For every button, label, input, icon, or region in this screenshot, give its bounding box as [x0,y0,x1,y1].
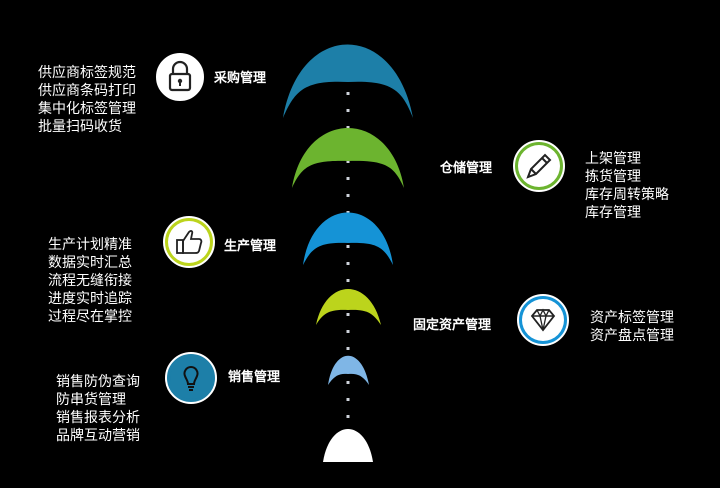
production-item: 数据实时汇总 [48,255,132,271]
lightbulb-icon [165,352,217,404]
sales-items: 销售防伪查询 防串货管理 销售报表分析 品牌互动营销 [56,373,140,445]
fixed-asset-items: 资产标签管理 资产盘点管理 [590,309,674,345]
warehouse-items: 上架管理 拣货管理 库存周转策略 库存管理 [585,150,669,222]
production-item: 进度实时追踪 [48,291,132,307]
arch-level-5 [328,355,369,385]
warehouse-item: 库存周转策略 [585,187,669,203]
procurement-title: 采购管理 [214,71,267,86]
sales-item: 防串货管理 [56,392,126,408]
arch-level-4 [316,289,381,325]
production-item: 流程无缝衔接 [48,273,132,289]
arch-level-2 [292,128,404,188]
procurement-item: 供应商条码打印 [38,83,136,99]
thumbs-up-icon [163,216,215,268]
production-item: 过程尽在掌控 [48,309,132,325]
production-items: 生产计划精准 数据实时汇总 流程无缝衔接 进度实时追踪 过程尽在掌控 [48,236,132,326]
sales-item: 销售防伪查询 [56,374,140,390]
procurement-item: 供应商标签规范 [38,65,136,81]
procurement-item: 集中化标签管理 [38,101,136,117]
lock-icon [154,51,206,103]
sales-item: 品牌互动营销 [56,428,140,444]
warehouse-item: 拣货管理 [585,169,641,185]
procurement-item: 批量扫码收货 [38,119,122,135]
warehouse-item: 上架管理 [585,151,641,167]
warehouse-item: 库存管理 [585,205,641,221]
arch-level-3 [303,212,393,265]
fixed-asset-item: 资产盘点管理 [590,328,674,344]
diamond-icon [517,294,569,346]
sales-title: 销售管理 [228,370,281,385]
fixed-asset-item: 资产标签管理 [590,310,674,326]
pencil-icon [513,140,565,192]
arch-level-1 [283,44,413,118]
arch-base-dome [323,429,373,462]
procurement-items: 供应商标签规范 供应商条码打印 集中化标签管理 批量扫码收货 [38,64,136,136]
warehouse-title: 仓储管理 [440,161,493,176]
sales-item: 销售报表分析 [56,410,140,426]
fixed-asset-title: 固定资产管理 [413,318,492,333]
production-title: 生产管理 [224,239,277,254]
production-item: 生产计划精准 [48,237,132,253]
